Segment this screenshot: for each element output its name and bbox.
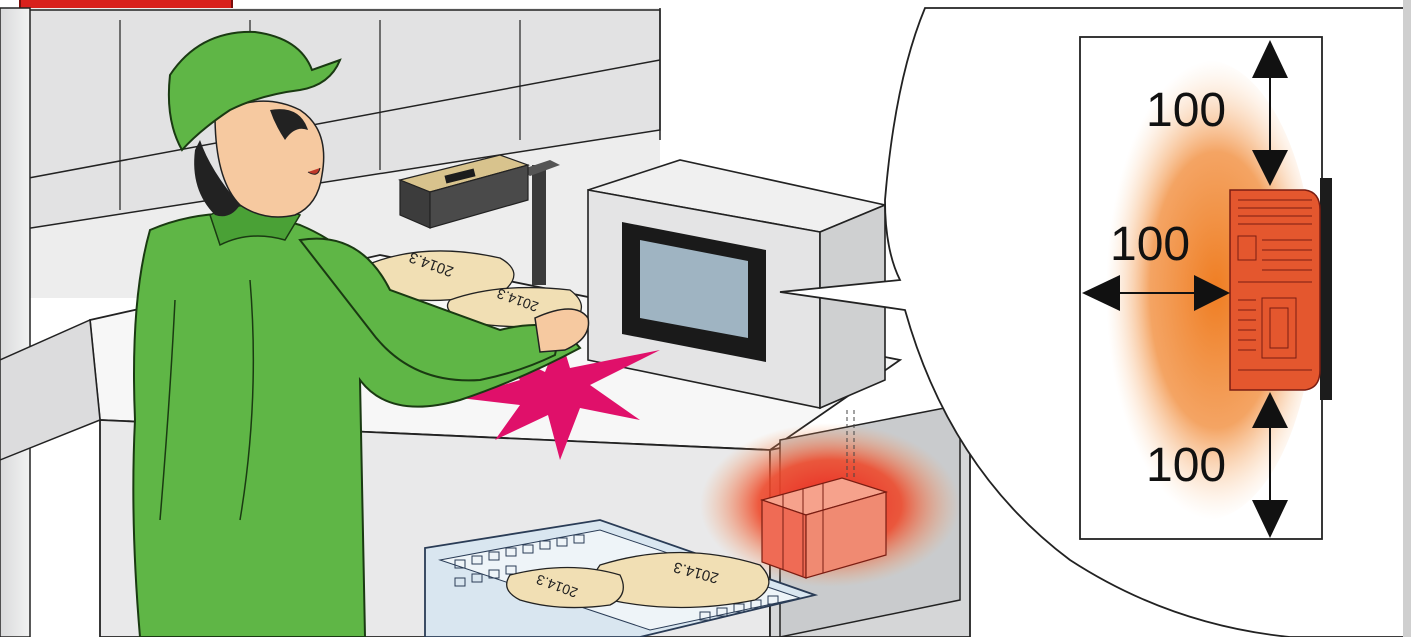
factory-scene: 2014.3 2014.3 2014.3 2014. bbox=[0, 8, 970, 637]
clearance-bottom-label: 100 bbox=[1146, 439, 1226, 492]
clearance-left-label: 100 bbox=[1110, 218, 1190, 271]
clearance-diagram: 100 100 100 bbox=[1080, 37, 1332, 539]
hmi-unit bbox=[1230, 178, 1332, 400]
clearance-top-label: 100 bbox=[1146, 84, 1226, 137]
